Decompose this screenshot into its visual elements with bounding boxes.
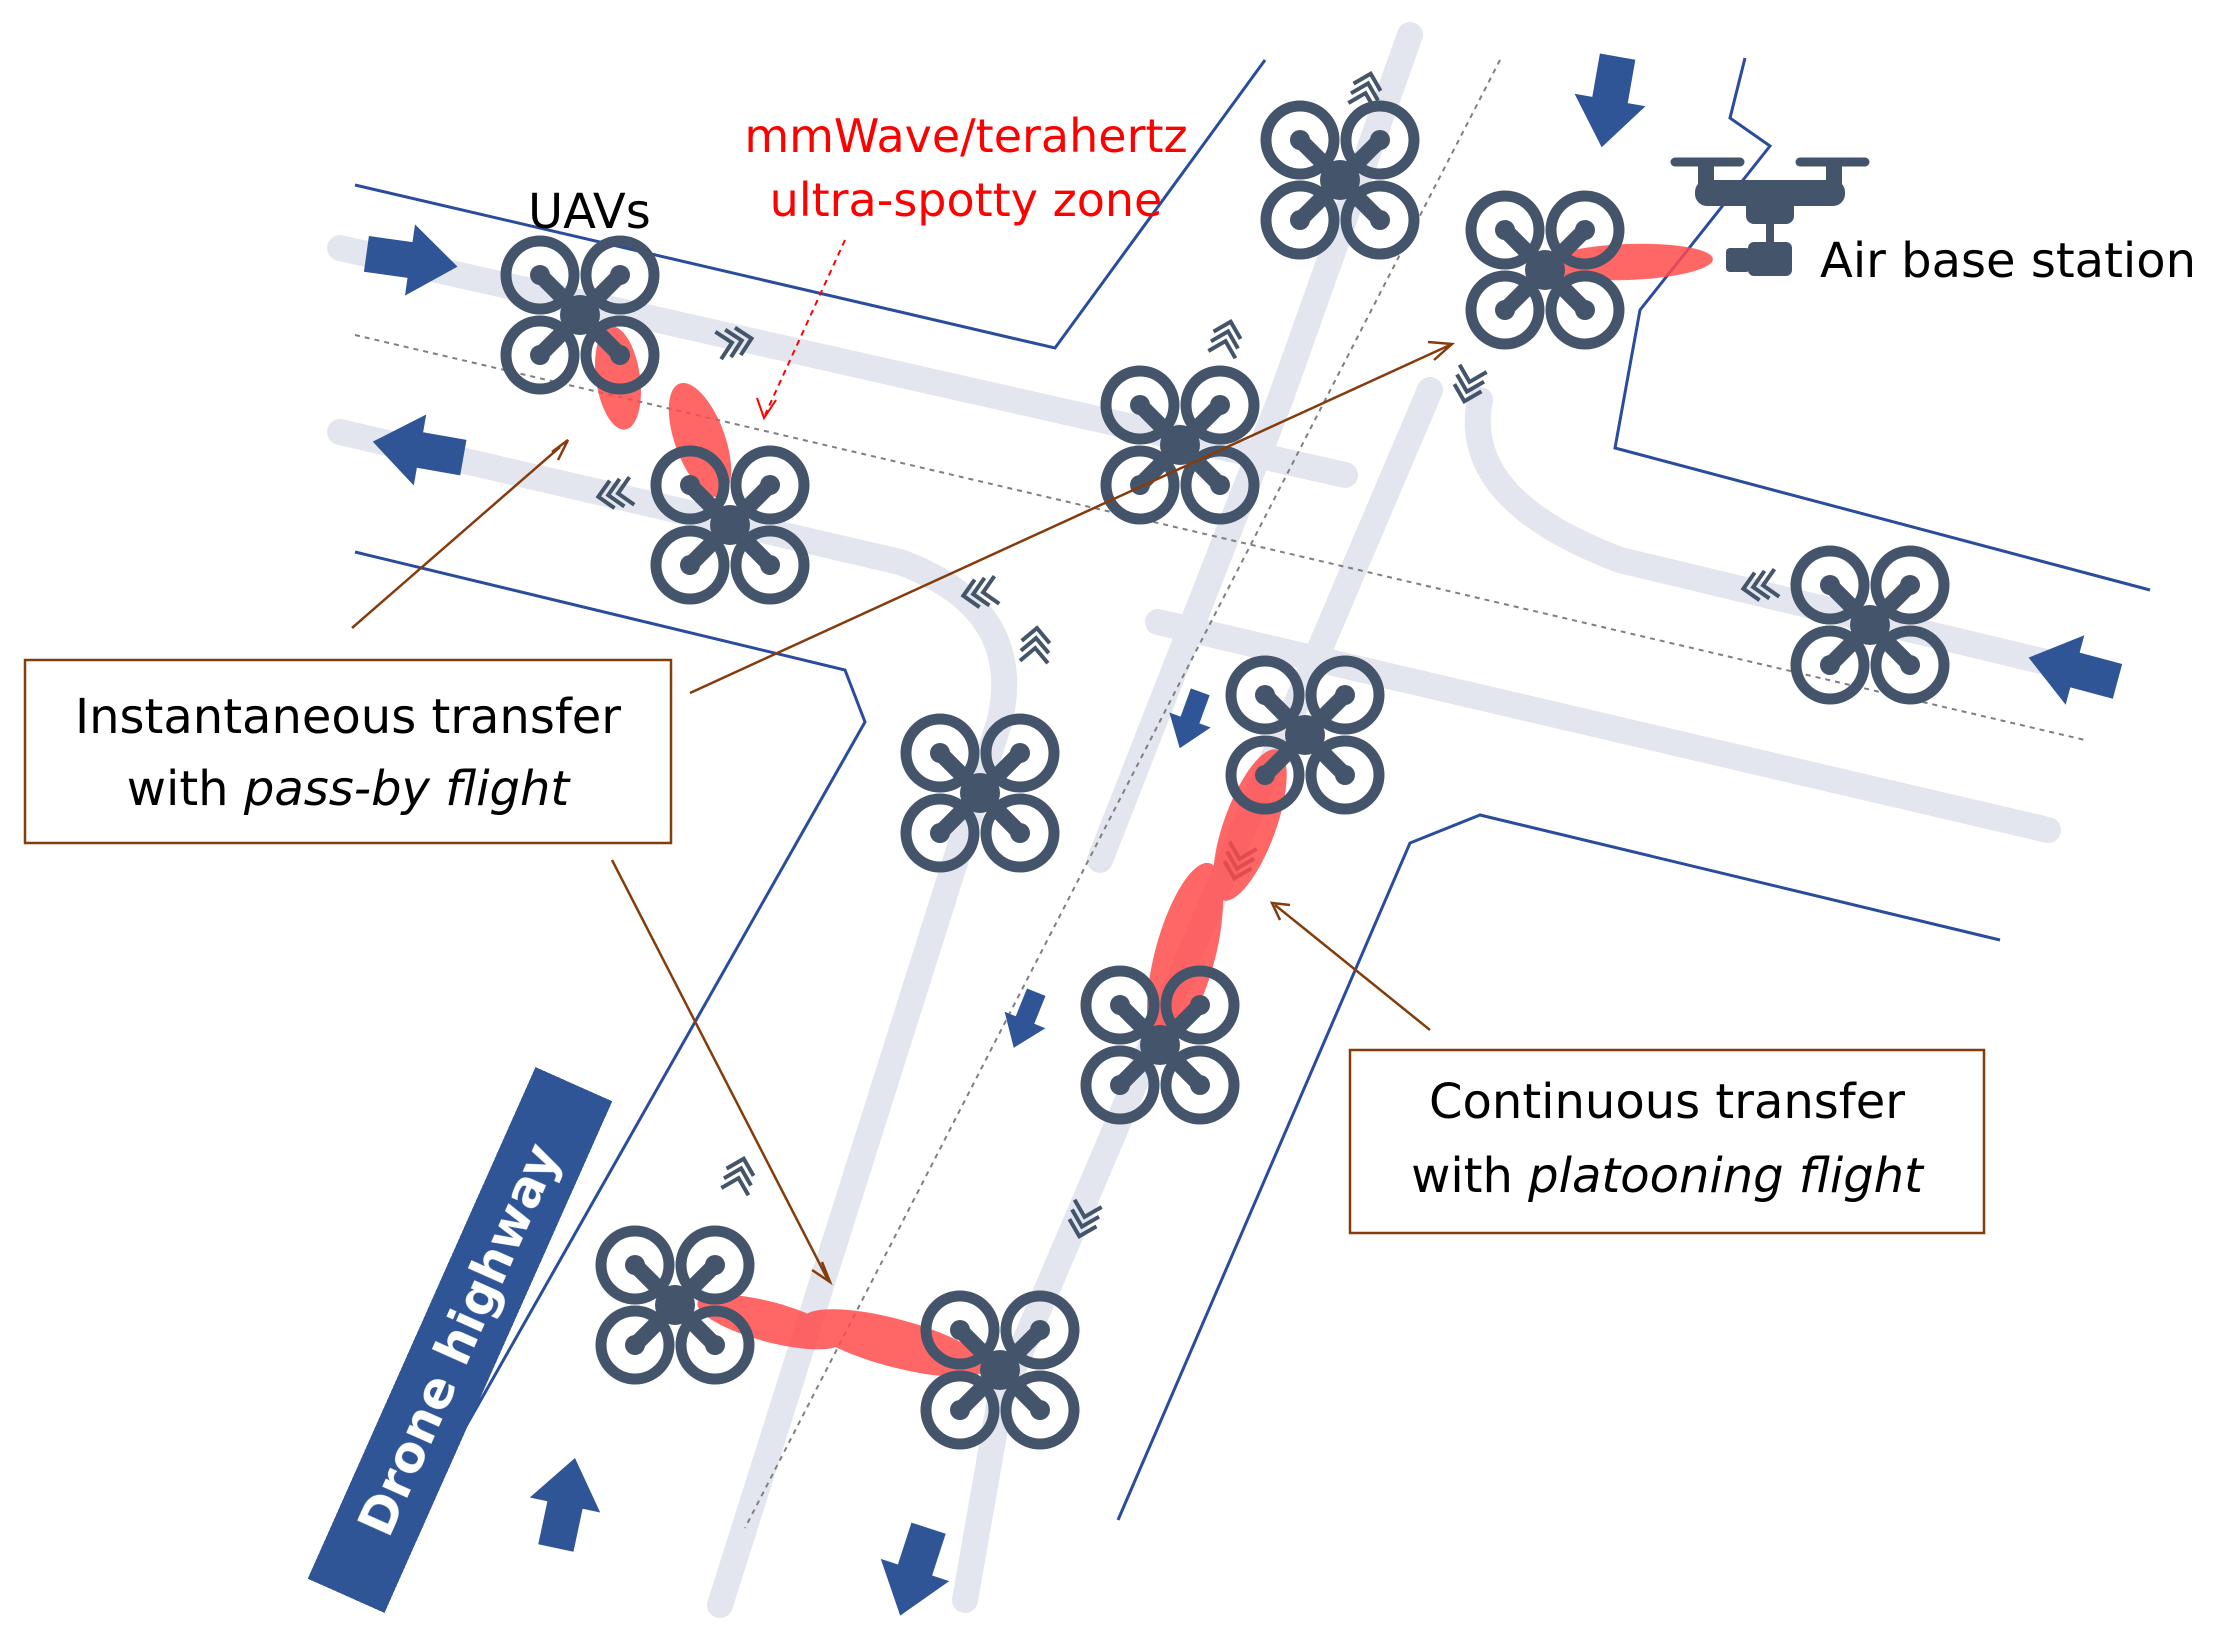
chevron-icon xyxy=(1206,316,1247,361)
road-edge-top-right xyxy=(1613,57,2151,592)
lane-top-westbound xyxy=(327,419,1018,1618)
callout-instantaneous-line2-prefix: with xyxy=(127,761,244,817)
callout-continuous: Continuous transfer with platooning flig… xyxy=(1348,1048,1986,1235)
air-base-station-label: Air base station xyxy=(1820,233,2196,289)
road-edge-layer xyxy=(354,57,2151,1521)
drone-highway-text: Drone highway xyxy=(347,1135,572,1545)
zone-label-line2: ultra-spotty zone xyxy=(770,173,1163,227)
svg-text:with platooning flight: with platooning flight xyxy=(1411,1148,1925,1204)
arrow-icon xyxy=(366,406,470,494)
uavs-label: UAVs xyxy=(528,184,651,240)
callout-instantaneous-line2-italic: pass-by flight xyxy=(243,761,572,817)
callout-continuous-line2-italic: platooning flight xyxy=(1527,1148,1925,1204)
callout-instantaneous-line1: Instantaneous transfer xyxy=(75,689,621,745)
chevron-icon xyxy=(1018,624,1053,666)
road-edge-top-left xyxy=(354,59,1267,350)
road-edge-left-bottom xyxy=(354,550,867,1473)
callout-continuous-line1: Continuous transfer xyxy=(1429,1074,1905,1130)
zone-pointer xyxy=(756,239,846,421)
chevron-icon xyxy=(719,1153,760,1198)
arrow-icon xyxy=(520,1450,611,1556)
leader-lines xyxy=(351,340,1456,1286)
air-base-station-icon xyxy=(1670,157,1870,276)
arrow-icon xyxy=(1566,50,1654,154)
arrow-icon xyxy=(865,1517,963,1627)
arrow-icon xyxy=(361,218,463,303)
lane-upper-right xyxy=(1464,387,2113,688)
road-edge-bottom-right xyxy=(1116,813,2001,1521)
arrow-icon xyxy=(993,983,1057,1057)
zone-label-line1: mmWave/terahertz xyxy=(744,109,1187,163)
callout-instantaneous: Instantaneous transfer with pass-by flig… xyxy=(23,658,673,845)
callout-continuous-line2-prefix: with xyxy=(1411,1148,1528,1204)
svg-text:with pass-by flight: with pass-by flight xyxy=(127,761,572,817)
